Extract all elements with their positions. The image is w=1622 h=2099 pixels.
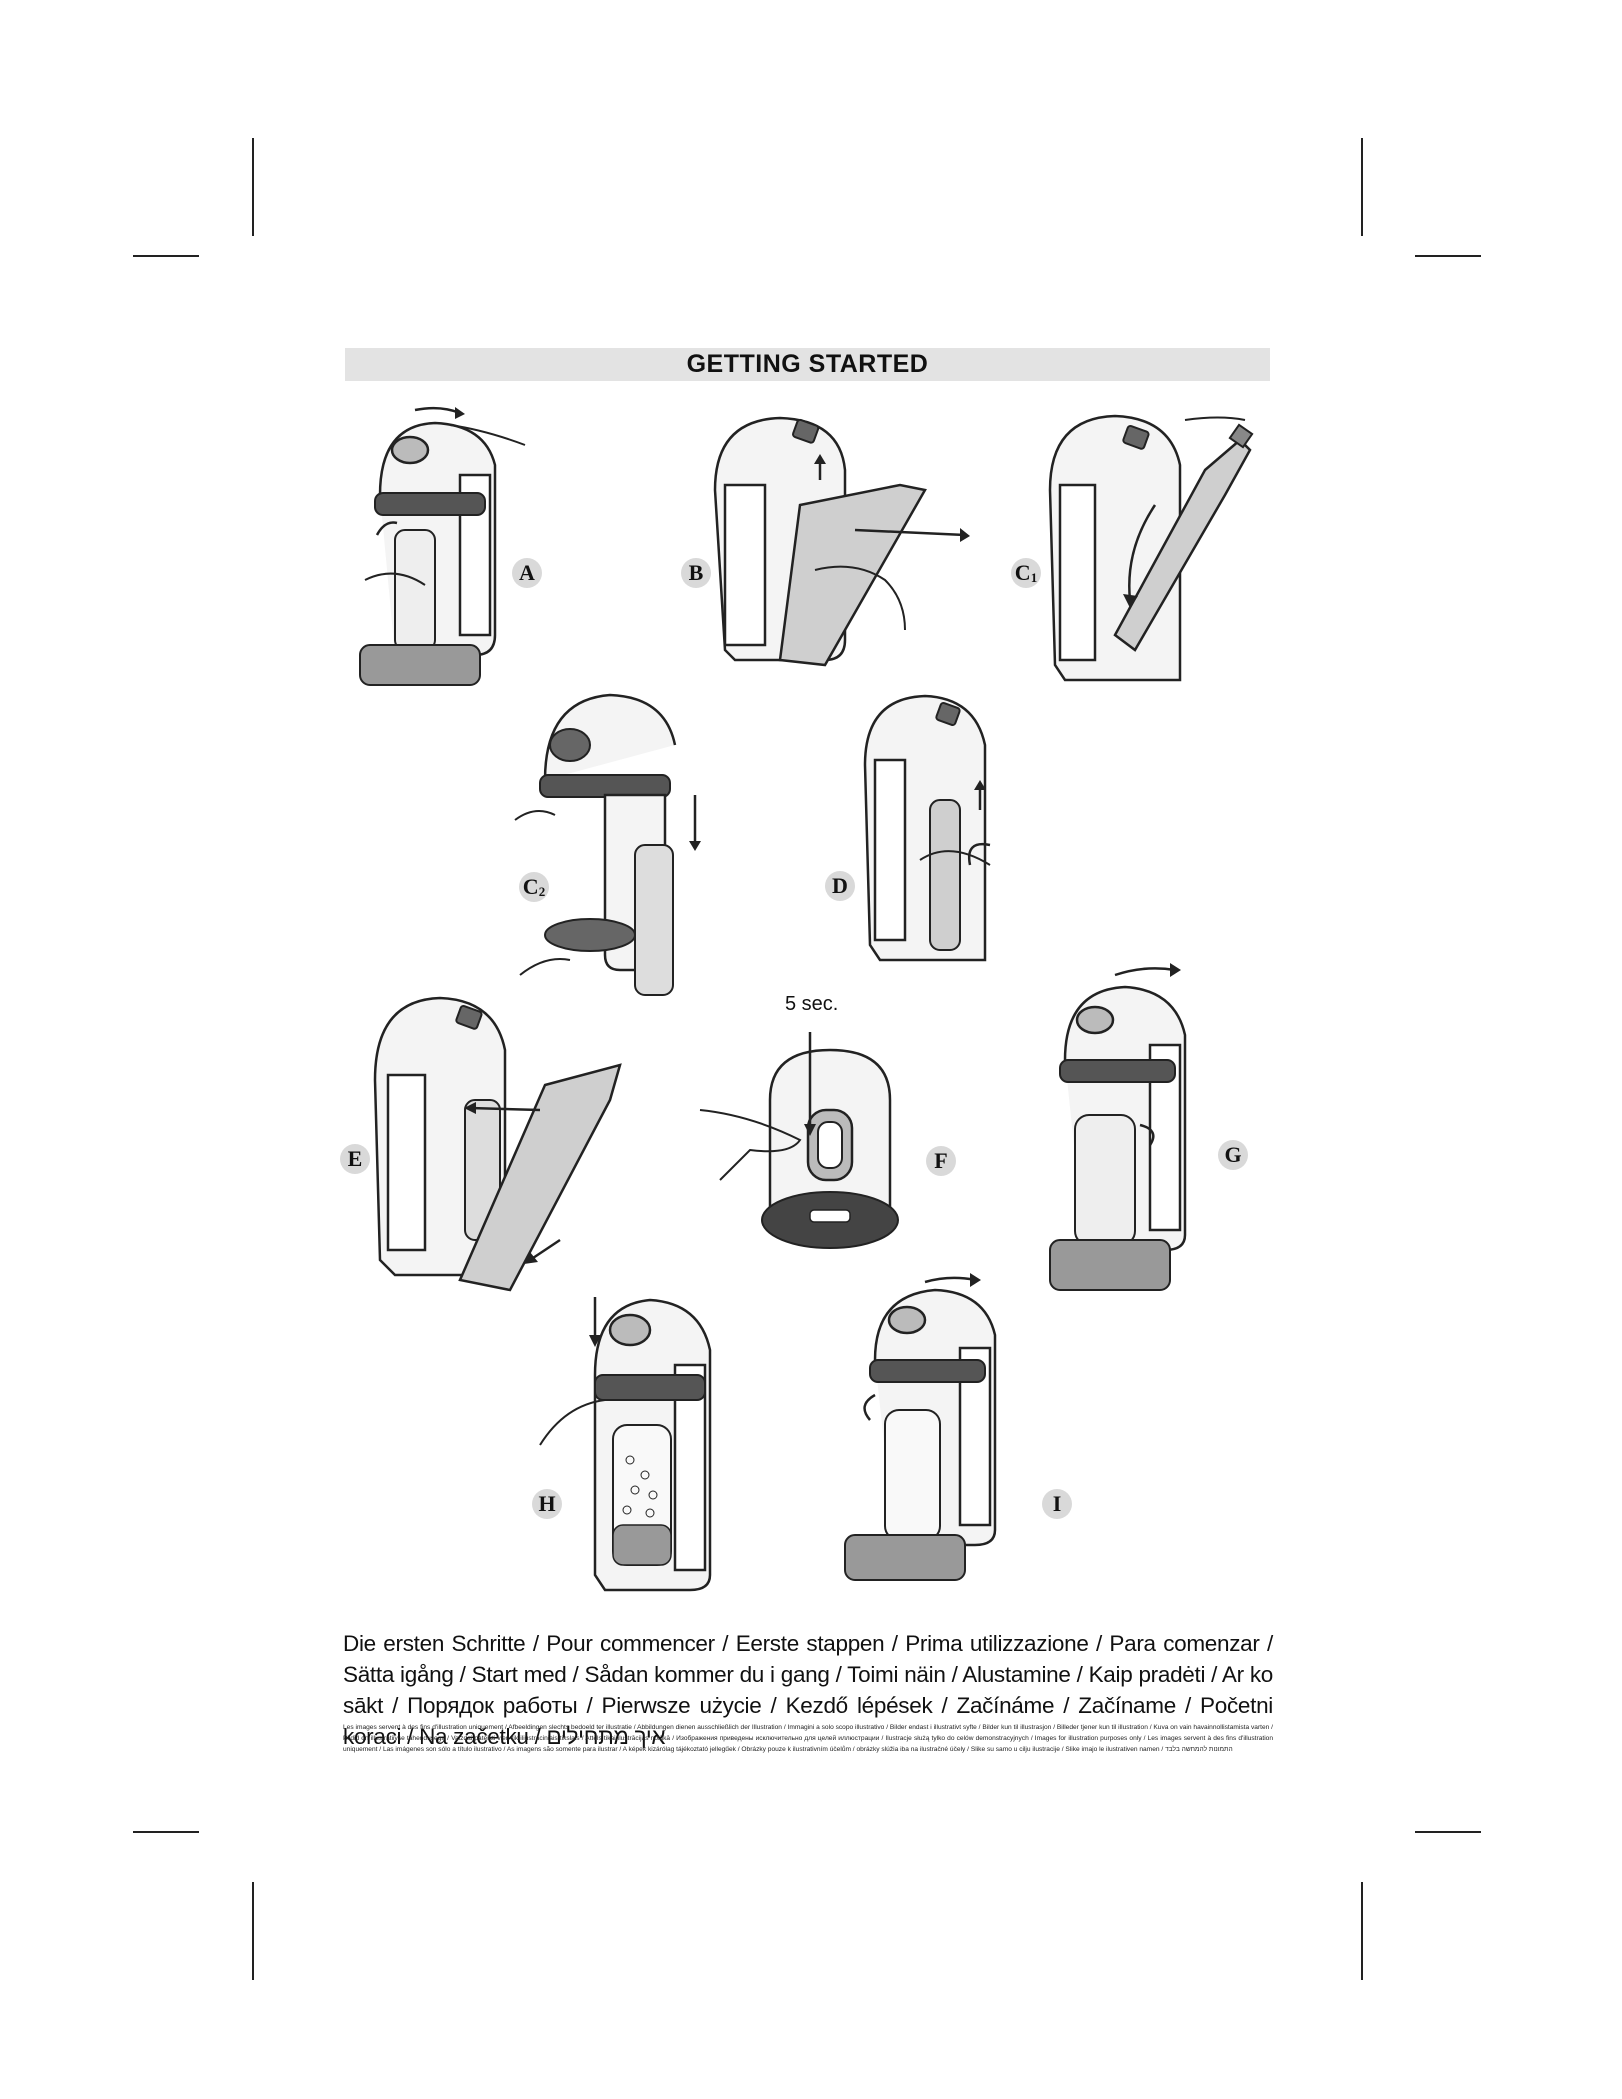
languages-text: Die ersten Schritte / Pour commencer / E… bbox=[343, 1631, 1273, 1749]
crop-mark bbox=[133, 255, 199, 257]
crop-mark bbox=[1361, 1882, 1363, 1980]
figure-step-i bbox=[844, 1270, 1045, 1585]
figure-step-g bbox=[1045, 963, 1240, 1300]
step-label-c2-sub: 2 bbox=[538, 884, 546, 899]
soda-maker-illustration bbox=[539, 1297, 712, 1592]
page-title: GETTING STARTED bbox=[686, 350, 929, 378]
crop-mark bbox=[1415, 1831, 1481, 1833]
step-label-i: I bbox=[1042, 1489, 1072, 1519]
figure-step-h bbox=[535, 1285, 740, 1605]
step-label-c1: C1 bbox=[1011, 558, 1041, 588]
soda-maker-illustration bbox=[1048, 414, 1254, 682]
figure-step-f bbox=[670, 1030, 920, 1260]
step-label-h: H bbox=[532, 1489, 562, 1519]
step-label-c2: C2 bbox=[519, 872, 549, 902]
soda-maker-illustration bbox=[373, 996, 622, 1292]
step-label-f: F bbox=[926, 1146, 956, 1176]
soda-maker-illustration bbox=[863, 694, 991, 962]
figure-step-d bbox=[860, 690, 1040, 980]
step-label-a: A bbox=[512, 558, 542, 588]
timer-note: 5 sec. bbox=[785, 993, 839, 1015]
crop-mark bbox=[1415, 255, 1481, 257]
crop-mark bbox=[133, 1831, 199, 1833]
title-bar: GETTING STARTED bbox=[345, 348, 1270, 381]
soda-maker-illustration bbox=[1049, 963, 1187, 1291]
soda-maker-illustration bbox=[713, 416, 970, 667]
soda-maker-illustration bbox=[514, 693, 701, 996]
step-label-d: D bbox=[825, 871, 855, 901]
step-label-c2-letter: C bbox=[522, 874, 539, 899]
step-label-c1-sub: 1 bbox=[1030, 570, 1038, 585]
crop-mark bbox=[1361, 138, 1363, 236]
figure-step-e bbox=[370, 990, 645, 1295]
crop-mark bbox=[252, 1882, 254, 1980]
figure-step-c1 bbox=[1045, 410, 1255, 700]
soda-maker-illustration bbox=[844, 1273, 997, 1581]
step-label-c1-letter: C bbox=[1014, 560, 1031, 585]
soda-maker-illustration bbox=[359, 406, 526, 686]
step-label-b: B bbox=[681, 558, 711, 588]
step-label-e: E bbox=[340, 1144, 370, 1174]
figure-step-a bbox=[355, 405, 535, 695]
figure-step-c2 bbox=[514, 685, 730, 1000]
figure-step-b bbox=[705, 410, 970, 675]
control-button-illustration bbox=[699, 1032, 899, 1249]
step-label-g: G bbox=[1218, 1140, 1248, 1170]
crop-mark bbox=[252, 138, 254, 236]
illustration-disclaimer: Les images servent à des fins d'illustra… bbox=[343, 1724, 1273, 1753]
